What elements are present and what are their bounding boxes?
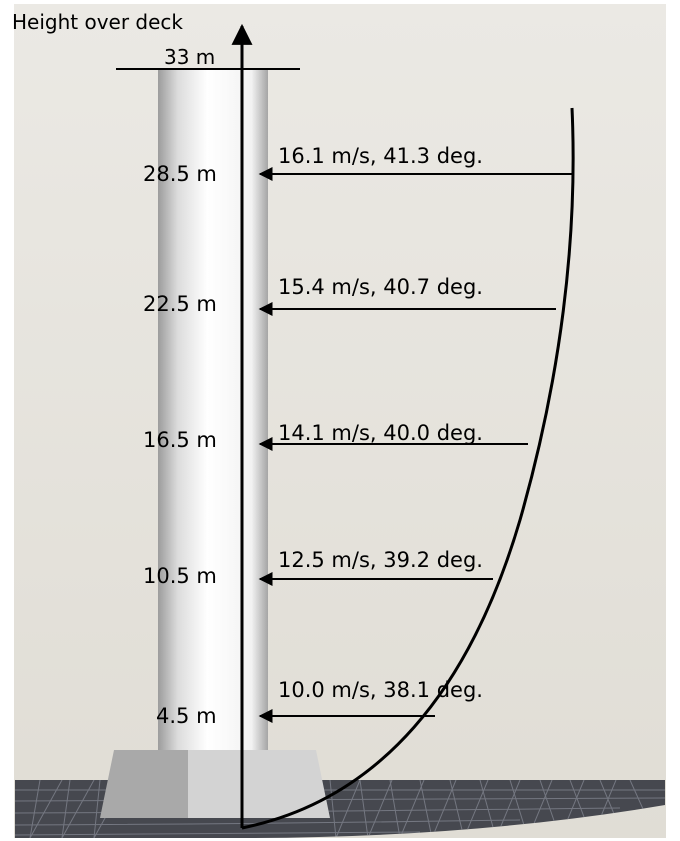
wind-level-22-5: 22.5 m 15.4 m/s, 40.7 deg. — [143, 275, 556, 316]
height-label: 28.5 m — [143, 162, 217, 186]
wind-speed-direction-label: 12.5 m/s, 39.2 deg. — [278, 548, 483, 572]
wind-level-4-5: 4.5 m 10.0 m/s, 38.1 deg. — [156, 678, 483, 728]
height-label: 4.5 m — [156, 704, 217, 728]
axis-title: Height over deck — [12, 10, 183, 34]
wind-speed-direction-label: 14.1 m/s, 40.0 deg. — [278, 421, 483, 445]
wind-speed-direction-label: 15.4 m/s, 40.7 deg. — [278, 275, 483, 299]
wind-level-16-5: 16.5 m 14.1 m/s, 40.0 deg. — [143, 421, 528, 452]
top-height-label: 33 m — [164, 45, 215, 69]
background-panel — [14, 4, 666, 838]
height-label: 10.5 m — [143, 564, 217, 588]
wind-profile-curve — [241, 107, 575, 830]
mast-foundation — [100, 750, 330, 818]
wind-speed-direction-label: 10.0 m/s, 38.1 deg. — [278, 678, 483, 702]
height-label: 22.5 m — [143, 292, 217, 316]
mast — [158, 69, 268, 750]
height-label: 16.5 m — [143, 428, 217, 452]
wind-level-10-5: 10.5 m 12.5 m/s, 39.2 deg. — [143, 548, 493, 588]
wind-level-28-5: 28.5 m 16.1 m/s, 41.3 deg. — [143, 144, 572, 186]
wind-speed-direction-label: 16.1 m/s, 41.3 deg. — [278, 144, 483, 168]
